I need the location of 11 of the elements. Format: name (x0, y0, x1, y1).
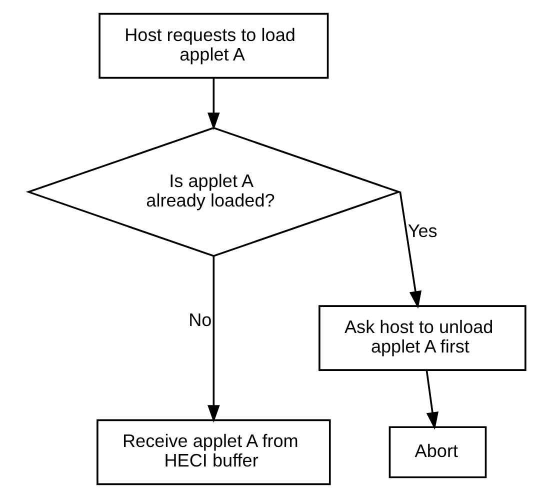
arrow (207, 78, 220, 130)
node-box: Ask host to unload applet A first (318, 305, 526, 371)
node-box: Host requests to load applet A (98, 12, 328, 79)
node-diamond: Is applet A already loaded? (25, 126, 402, 257)
arrow (207, 256, 220, 423)
edge-label: No (188, 310, 212, 330)
arrow (398, 192, 422, 309)
node-box: Abort (388, 426, 486, 478)
edge-label: Yes (407, 220, 437, 241)
node-box: Receive applet A from HECI buffer (96, 419, 330, 486)
arrow (425, 370, 438, 430)
